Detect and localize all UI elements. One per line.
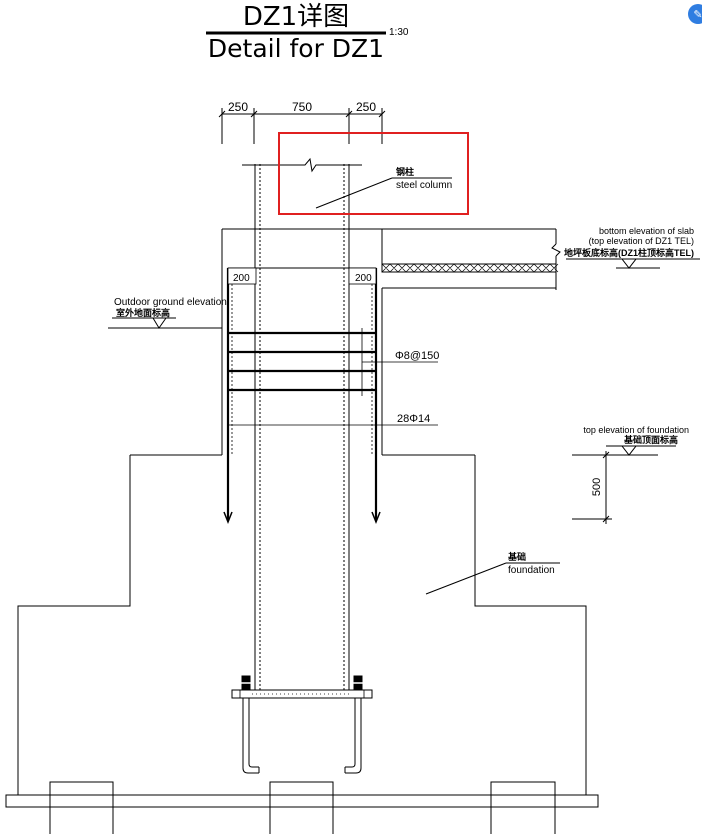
cover-right-label: 200 (355, 273, 372, 284)
foundation-outline (17, 454, 587, 795)
base-plate (231, 689, 373, 699)
main-bar-label: 28Φ14 (397, 413, 430, 425)
elevation-triangle (620, 445, 638, 456)
steel-column-label-en: steel column (396, 180, 452, 191)
foundation-label-en: foundation (508, 565, 555, 576)
bottom-slab (5, 781, 599, 834)
dim-left: 250 (228, 100, 248, 114)
anchor-bolt-left (240, 675, 260, 774)
title-scale: 1:30 (389, 27, 409, 38)
slab-hatch (381, 263, 559, 273)
outdoor-elevation: Outdoor ground elevation 室外地面标高 (108, 297, 227, 329)
translate-icon[interactable]: ✎ (688, 4, 702, 24)
foundation-label-zh: 基础 (507, 551, 526, 562)
stirrup-label: Φ8@150 (395, 350, 439, 362)
slab-label-en-2: (top elevation of DZ1 TEL) (589, 236, 694, 246)
cover-left-label: 200 (233, 273, 250, 284)
anchor-bolt-right (344, 675, 364, 774)
foundation-top-label-en: top elevation of foundation (583, 425, 689, 435)
cover-box-left (227, 267, 257, 285)
outdoor-label-zh: 室外地面标高 (116, 307, 170, 318)
steel-column (242, 157, 362, 690)
title-block: DZ1详图 Detail for DZ1 1:30 (206, 2, 409, 63)
stirrups (228, 331, 376, 392)
elevation-triangle (152, 317, 167, 329)
break-line (242, 157, 362, 173)
title-zh: DZ1详图 (243, 2, 349, 32)
slab-elevation: bottom elevation of slab (top elevation … (564, 226, 700, 269)
highlight-box (278, 132, 469, 215)
outdoor-label-en: Outdoor ground elevation (114, 297, 227, 308)
foundation-top-elevation: top elevation of foundation 基础顶面标高 (572, 425, 689, 524)
steel-column-label-zh: 钢柱 (396, 166, 414, 177)
slab (381, 263, 559, 289)
pedestal-outline (221, 228, 561, 455)
cover-box-right (348, 267, 377, 285)
foundation-top-label-zh: 基础顶面标高 (623, 434, 678, 445)
title-en: Detail for DZ1 (208, 34, 384, 63)
steel-column-leader (315, 177, 393, 209)
top-dimension (218, 108, 386, 144)
elevation-triangle (620, 258, 638, 269)
slab-label-en-1: bottom elevation of slab (599, 226, 694, 236)
foundation-height-dim: 500 (591, 478, 603, 496)
dim-right: 250 (356, 100, 376, 114)
foundation-leader (425, 562, 507, 595)
rebar-cage (223, 267, 381, 525)
dim-middle: 750 (292, 100, 312, 114)
slab-label-zh: 地坪板底标高(DZ1柱顶标高TEL) (564, 247, 694, 258)
